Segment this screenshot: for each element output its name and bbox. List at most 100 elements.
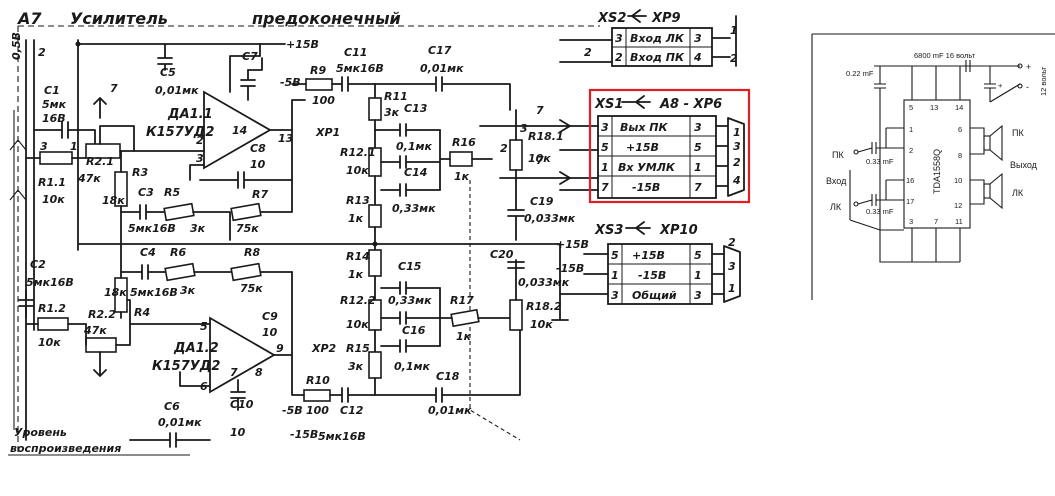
- svg-text:3к: 3к: [384, 106, 400, 119]
- svg-text:100: 100: [306, 404, 329, 417]
- r11: [368, 97, 382, 121]
- svg-text:ЛК: ЛК: [830, 202, 842, 212]
- svg-text:ПК: ПК: [1012, 128, 1024, 138]
- svg-text:-15В: -15В: [290, 428, 318, 441]
- svg-text:4: 4: [693, 51, 702, 64]
- svg-text:5мк: 5мк: [42, 98, 67, 111]
- svg-text:3к: 3к: [180, 284, 196, 297]
- svg-text:5мк16В: 5мк16В: [336, 62, 384, 75]
- svg-text:14: 14: [232, 124, 247, 137]
- rail-plus15-label: +15В: [286, 38, 319, 51]
- svg-text:3: 3: [694, 32, 702, 45]
- svg-text:17: 17: [906, 197, 914, 206]
- svg-text:C2: C2: [30, 258, 46, 271]
- connector-xs2: XS2 XP9 3 Вход ЛК 3 2 Вход ПК 4 1 2 2: [559, 9, 738, 67]
- amplifier-schematic: A7 Усилитель предоконечный +15В 0,5В 2 C…: [8, 9, 600, 456]
- connector-xs3: XS3 XP10 5 +15В 5 1 -15В 1 3 Общий 3 2 3…: [556, 221, 741, 305]
- svg-text:C16: C16: [402, 324, 426, 337]
- schematic-subtitle: предоконечный: [252, 9, 401, 28]
- svg-text:C18: C18: [436, 370, 460, 383]
- svg-text:R14: R14: [346, 250, 370, 263]
- r8: [230, 262, 262, 282]
- svg-text:R5: R5: [164, 186, 180, 199]
- svg-text:0,033мк: 0,033мк: [524, 212, 576, 225]
- svg-text:13: 13: [930, 103, 938, 112]
- svg-text:10: 10: [954, 176, 962, 185]
- svg-text:R4: R4: [134, 306, 150, 319]
- svg-text:3: 3: [611, 289, 619, 302]
- svg-text:C7: C7: [242, 50, 258, 63]
- svg-text:C13: C13: [404, 102, 428, 115]
- svg-text:5: 5: [200, 320, 208, 333]
- svg-text:7: 7: [601, 181, 609, 194]
- svg-text:-15В: -15В: [632, 181, 660, 194]
- svg-text:5: 5: [694, 141, 702, 154]
- svg-text:C8: C8: [250, 142, 266, 155]
- svg-text:5мк16В: 5мк16В: [130, 286, 178, 299]
- svg-text:R3: R3: [132, 166, 148, 179]
- svg-text:1: 1: [611, 269, 619, 282]
- svg-text:10к: 10к: [346, 318, 369, 331]
- svg-text:3: 3: [520, 122, 528, 135]
- svg-text:Вх УМЛК: Вх УМЛК: [618, 161, 676, 174]
- svg-text:0,033мк: 0,033мк: [518, 276, 570, 289]
- svg-text:+15В: +15В: [632, 249, 665, 262]
- r18-2: [509, 299, 523, 331]
- svg-text:1: 1: [728, 282, 736, 295]
- svg-text:R7: R7: [252, 188, 268, 201]
- svg-text:10: 10: [262, 326, 278, 339]
- svg-text:Вход: Вход: [826, 176, 847, 186]
- svg-text:R13: R13: [346, 194, 370, 207]
- svg-text:R17: R17: [450, 294, 474, 307]
- svg-text:0,1мк: 0,1мк: [394, 360, 430, 373]
- svg-text:2: 2: [500, 142, 508, 155]
- r14: [368, 249, 382, 277]
- svg-text:C5: C5: [160, 66, 176, 79]
- svg-text:-15В: -15В: [638, 269, 666, 282]
- svg-text:47к: 47к: [83, 324, 107, 337]
- svg-text:6: 6: [958, 125, 962, 134]
- svg-text:воспроизведения: воспроизведения: [10, 442, 121, 455]
- r5: [163, 202, 195, 222]
- svg-text:XP1: XP1: [315, 126, 340, 139]
- svg-text:XS2: XS2: [597, 11, 626, 26]
- svg-text:TDA1558Q: TDA1558Q: [932, 149, 942, 194]
- svg-text:2: 2: [733, 156, 741, 169]
- svg-text:1к: 1к: [454, 170, 470, 183]
- svg-text:XP10: XP10: [659, 223, 698, 238]
- svg-text:R6: R6: [170, 246, 186, 259]
- svg-text:1: 1: [909, 125, 913, 134]
- svg-text:0,33мк: 0,33мк: [392, 202, 436, 215]
- svg-text:R2.1: R2.1: [86, 155, 114, 168]
- svg-text:8: 8: [958, 151, 962, 160]
- svg-text:10к: 10к: [38, 336, 61, 349]
- svg-text:XS1: XS1: [594, 97, 623, 112]
- svg-text:1: 1: [70, 140, 78, 153]
- r15: [368, 351, 382, 379]
- r1-1: [39, 151, 73, 165]
- svg-text:A8 - XP6: A8 - XP6: [659, 97, 722, 112]
- svg-text:-5В: -5В: [282, 404, 303, 417]
- svg-text:C12: C12: [340, 404, 364, 417]
- svg-text:3: 3: [601, 121, 609, 134]
- svg-text:3: 3: [40, 140, 48, 153]
- opamp-da1-1: [203, 90, 272, 170]
- svg-text:1: 1: [601, 161, 609, 174]
- svg-text:0.22 mF: 0.22 mF: [846, 69, 874, 78]
- svg-text:ДА1.1: ДА1.1: [167, 107, 213, 122]
- r9: [305, 78, 333, 91]
- r18-1: [509, 139, 523, 171]
- svg-text:Уровень: Уровень: [14, 426, 67, 439]
- svg-text:C17: C17: [428, 44, 452, 57]
- svg-text:C10: C10: [230, 398, 254, 411]
- svg-text:R15: R15: [346, 342, 370, 355]
- svg-text:3: 3: [694, 289, 702, 302]
- svg-text:2: 2: [584, 46, 592, 59]
- svg-text:1к: 1к: [348, 268, 364, 281]
- svg-text:10к: 10к: [530, 318, 553, 331]
- svg-text:К157УД2: К157УД2: [152, 359, 220, 374]
- svg-text:2: 2: [728, 236, 736, 249]
- svg-text:R16: R16: [452, 136, 476, 149]
- svg-text:C4: C4: [140, 246, 156, 259]
- svg-text:1к: 1к: [456, 330, 472, 343]
